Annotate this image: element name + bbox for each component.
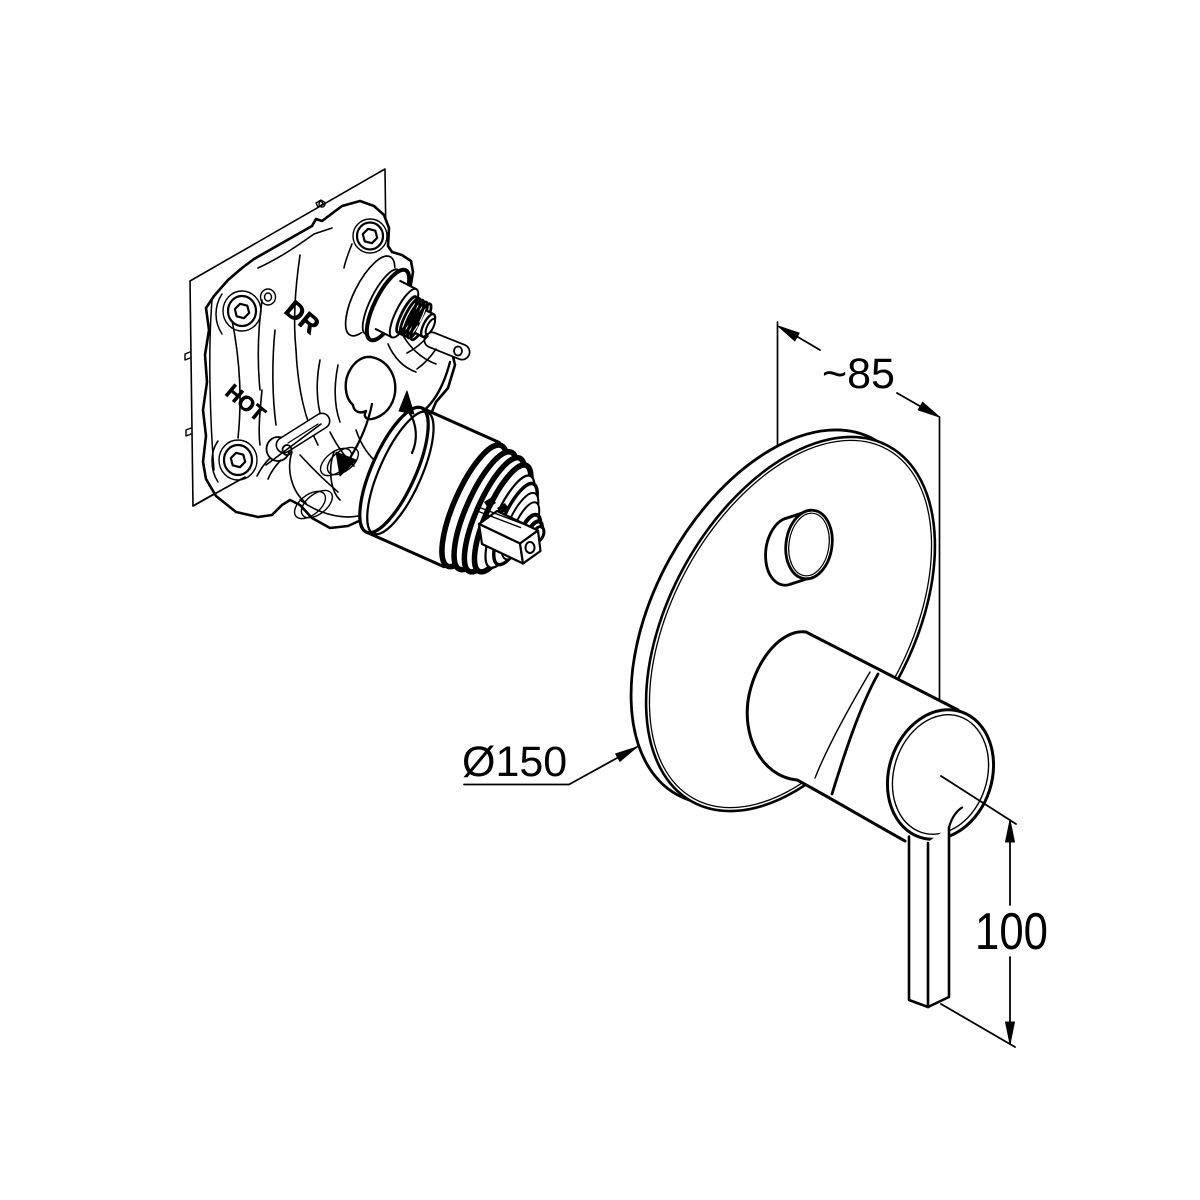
svg-text:Ø150: Ø150 (462, 738, 567, 786)
svg-text:100: 100 (975, 904, 1048, 961)
svg-text:~85: ~85 (822, 350, 895, 398)
